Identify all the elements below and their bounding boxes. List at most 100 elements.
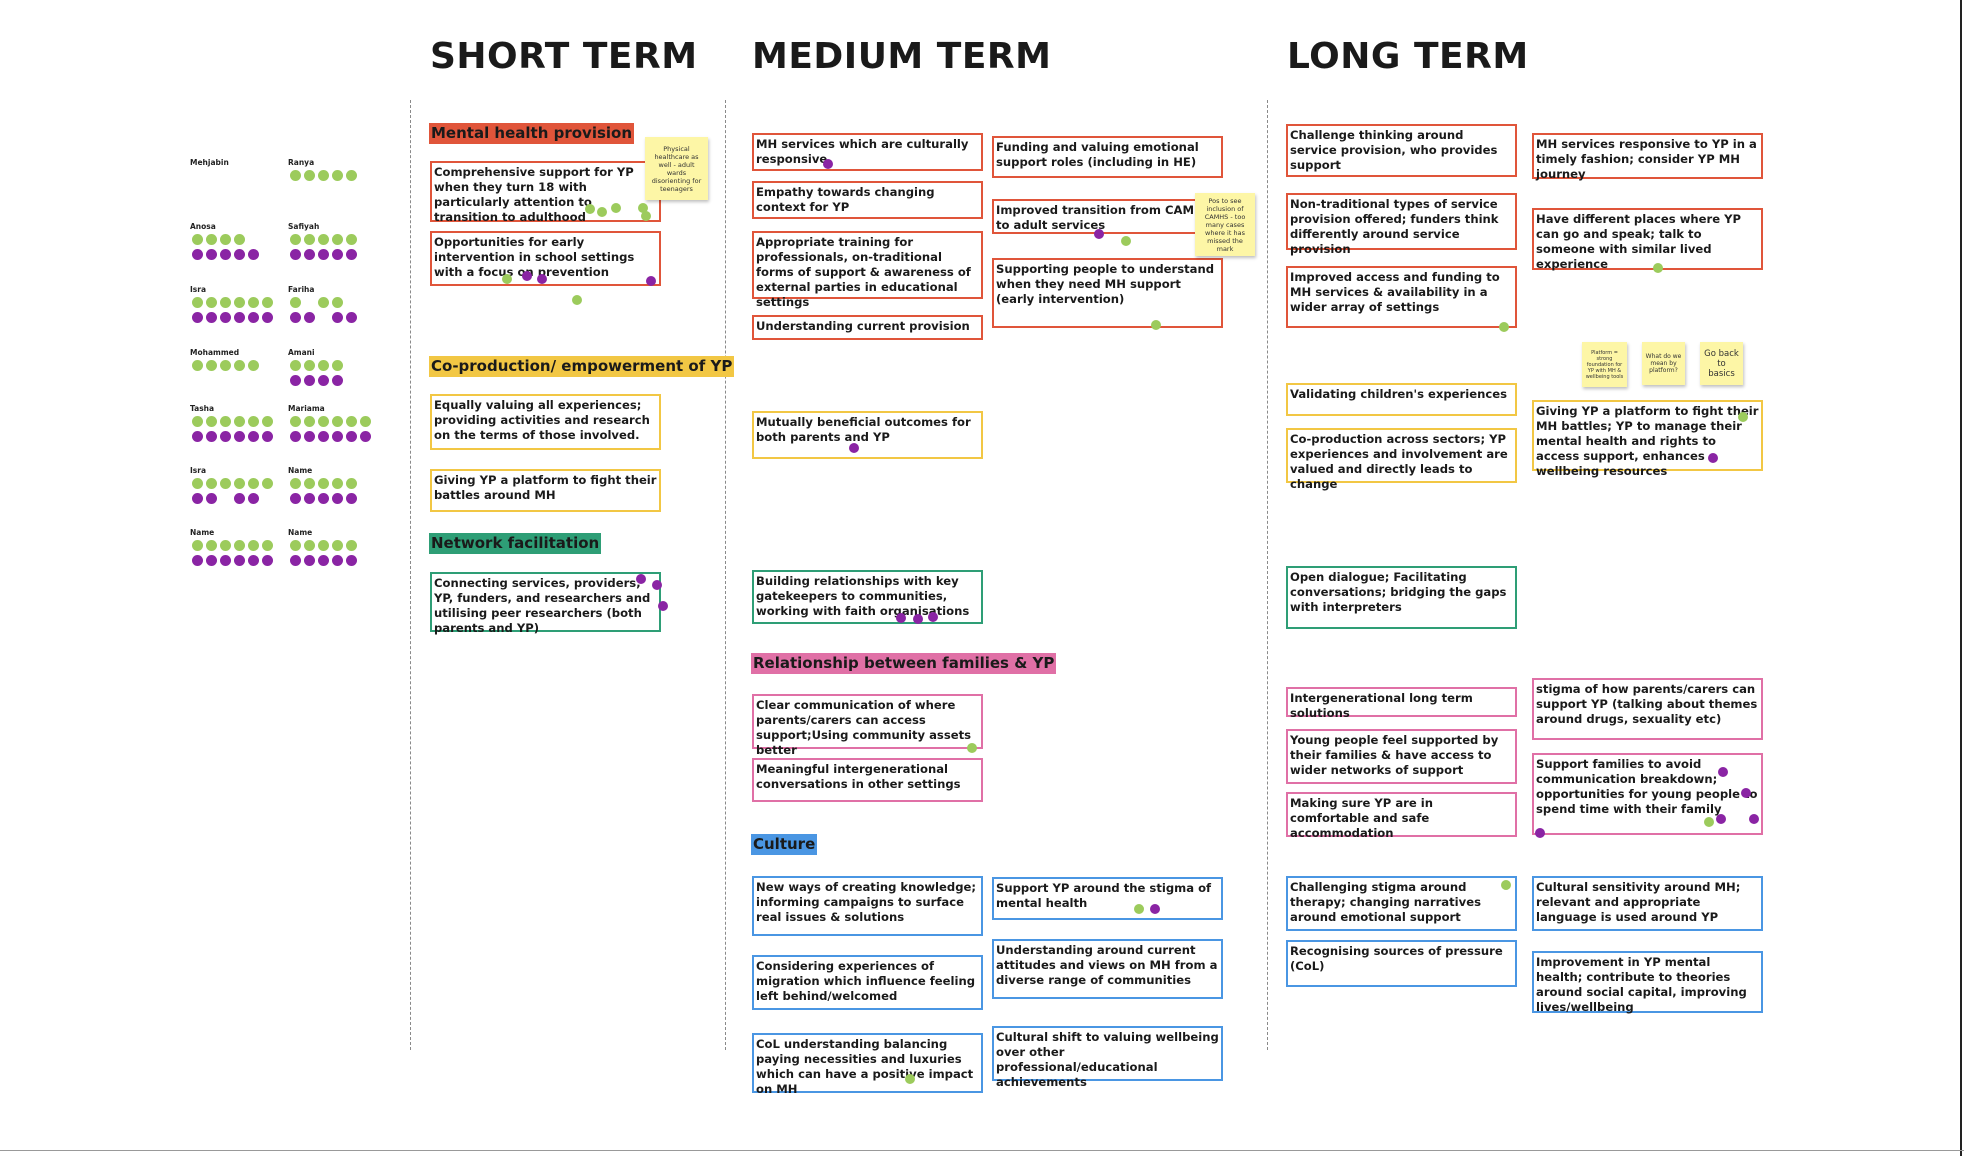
card-parents-stigma[interactable]: stigma of how parents/carers can support… <box>1532 678 1763 740</box>
card-camhs-transition[interactable]: Improved transition from CAMHS to adult … <box>992 199 1223 234</box>
card-challenge-thinking[interactable]: Challenge thinking around service provis… <box>1286 124 1517 177</box>
green-vote-dot[interactable] <box>1653 263 1663 273</box>
green-vote-dot[interactable] <box>1151 320 1161 330</box>
green-vote-dot <box>262 297 273 308</box>
green-vote-dot[interactable] <box>1121 236 1131 246</box>
purple-vote-dot[interactable] <box>636 574 646 584</box>
purple-vote-dot[interactable] <box>823 159 833 169</box>
empty-slot <box>220 493 231 504</box>
card-creating-knowledge[interactable]: New ways of creating knowledge; informin… <box>752 876 983 936</box>
card-supporting-understand[interactable]: Supporting people to understand when the… <box>992 258 1223 328</box>
green-vote-dot <box>206 540 217 551</box>
purple-vote-dot[interactable] <box>646 276 656 286</box>
purple-vote-dot[interactable] <box>1150 904 1160 914</box>
card-timely-services[interactable]: MH services responsive to YP in a timely… <box>1532 133 1763 181</box>
card-funding-emotional-support[interactable]: Funding and valuing emotional support ro… <box>992 136 1223 178</box>
card-improvement-yp-mh[interactable]: Improvement in YP mental health; contrib… <box>1532 951 1763 1014</box>
purple-vote-dot[interactable] <box>1535 828 1545 838</box>
card-non-traditional-provision[interactable]: Non-traditional types of service provisi… <box>1286 193 1517 256</box>
green-vote-dot <box>318 540 329 551</box>
green-vote-dot[interactable] <box>1704 817 1714 827</box>
card-cultural-sensitivity[interactable]: Cultural sensitivity around MH; relevant… <box>1532 876 1763 931</box>
purple-vote-dot[interactable] <box>1094 229 1104 239</box>
card-sources-of-pressure[interactable]: Recognising sources of pressure (CoL) <box>1286 940 1517 987</box>
card-clear-communication[interactable]: Clear communication of where parents/car… <box>752 694 983 757</box>
green-vote-dot[interactable] <box>967 743 977 753</box>
card-comprehensive-support[interactable]: Comprehensive support for YP when they t… <box>430 161 661 224</box>
card-migration-experiences[interactable]: Considering experiences of migration whi… <box>752 955 983 1010</box>
canvas-edge <box>1960 0 1962 1156</box>
voter-name: Fariha <box>288 285 315 294</box>
divider-voters-short <box>410 100 411 1050</box>
card-appropriate-training[interactable]: Appropriate training for professionals, … <box>752 231 983 309</box>
purple-vote-dot <box>206 312 217 323</box>
card-gatekeepers[interactable]: Building relationships with key gatekeep… <box>752 570 983 624</box>
card-connecting-services[interactable]: Connecting services, providers, YP, fund… <box>430 572 661 635</box>
card-challenging-stigma-therapy[interactable]: Challenging stigma around therapy; chang… <box>1286 876 1517 931</box>
card-families-supported[interactable]: Young people feel supported by their fam… <box>1286 729 1517 784</box>
purple-vote-dot[interactable] <box>1749 814 1759 824</box>
card-mutually-beneficial[interactable]: Mutually beneficial outcomes for both pa… <box>752 411 983 459</box>
purple-vote-dot[interactable] <box>522 271 532 281</box>
green-vote-dot[interactable] <box>905 1074 915 1084</box>
green-vote-dot[interactable] <box>641 211 651 221</box>
card-col-understanding[interactable]: CoL understanding balancing paying neces… <box>752 1033 983 1096</box>
card-early-intervention-schools[interactable]: Opportunities for early intervention in … <box>430 231 661 286</box>
green-vote-dot <box>318 360 329 371</box>
voter-name: Tasha <box>190 404 215 413</box>
card-platform-battles[interactable]: Giving YP a platform to fight their batt… <box>430 469 661 512</box>
sticky-note-physical-healthcare[interactable]: Physical healthcare as well - adult ward… <box>645 137 708 200</box>
sticky-note-platform-foundation[interactable]: Platform = strong foundation for YP with… <box>1582 342 1627 387</box>
card-intergenerational-solutions[interactable]: Intergenerational long term solutions <box>1286 687 1517 720</box>
green-vote-dot[interactable] <box>597 207 607 217</box>
card-open-dialogue[interactable]: Open dialogue; Facilitating conversation… <box>1286 566 1517 629</box>
purple-vote-dot <box>192 431 203 442</box>
purple-vote-dot <box>290 555 301 566</box>
card-cultural-shift[interactable]: Cultural shift to valuing wellbeing over… <box>992 1026 1223 1089</box>
purple-vote-dot[interactable] <box>537 274 547 284</box>
voter-name: Anosa <box>190 222 216 231</box>
sticky-note-camhs[interactable]: Pos to see inclusion of CAMHS - too many… <box>1195 193 1255 256</box>
purple-vote-dot[interactable] <box>1718 767 1728 777</box>
card-safe-accommodation[interactable]: Making sure YP are in comfortable and sa… <box>1286 792 1517 840</box>
card-current-attitudes[interactable]: Understanding around current attitudes a… <box>992 939 1223 999</box>
purple-vote-dot[interactable] <box>1708 453 1718 463</box>
card-culturally-responsive[interactable]: MH services which are culturally respons… <box>752 133 983 171</box>
card-empathy-context[interactable]: Empathy towards changing context for YP <box>752 181 983 219</box>
green-vote-dot <box>332 416 343 427</box>
green-vote-dot[interactable] <box>1134 904 1144 914</box>
green-vote-dot[interactable] <box>1499 322 1509 332</box>
card-validating-experiences[interactable]: Validating children's experiences <box>1286 383 1517 416</box>
green-vote-dot[interactable] <box>502 274 512 284</box>
card-stigma-mental-health[interactable]: Support YP around the stigma of mental h… <box>992 877 1223 920</box>
purple-vote-dot <box>248 431 259 442</box>
purple-vote-dot[interactable] <box>896 613 906 623</box>
purple-vote-dot[interactable] <box>1716 814 1726 824</box>
card-platform-mh-battles[interactable]: Giving YP a platform to fight their MH b… <box>1532 400 1763 478</box>
card-equally-valuing-experiences[interactable]: Equally valuing all experiences; providi… <box>430 394 661 450</box>
sticky-note-what-platform[interactable]: What do we mean by platform? <box>1642 342 1685 385</box>
purple-vote-dot[interactable] <box>652 580 662 590</box>
purple-vote-dot[interactable] <box>913 614 923 624</box>
green-vote-dot[interactable] <box>638 203 648 213</box>
purple-vote-dot[interactable] <box>849 443 859 453</box>
green-vote-dot[interactable] <box>611 203 621 213</box>
purple-vote-dot <box>304 493 315 504</box>
green-vote-dot[interactable] <box>585 204 595 214</box>
purple-vote-dot[interactable] <box>928 612 938 622</box>
card-intergenerational-conversations[interactable]: Meaningful intergenerational conversatio… <box>752 758 983 802</box>
purple-vote-dot[interactable] <box>1741 788 1751 798</box>
sticky-note-back-to-basics[interactable]: Go back to basics <box>1700 342 1743 385</box>
card-communication-breakdown[interactable]: Support families to avoid communication … <box>1532 753 1763 835</box>
purple-vote-dot <box>304 375 315 386</box>
card-understanding-provision[interactable]: Understanding current provision <box>752 315 983 340</box>
purple-vote-dot[interactable] <box>658 601 668 611</box>
green-vote-dot[interactable] <box>1738 412 1748 422</box>
card-different-places[interactable]: Have different places where YP can go an… <box>1532 208 1763 271</box>
green-vote-dot[interactable] <box>1501 880 1511 890</box>
card-co-production-sectors[interactable]: Co-production across sectors; YP experie… <box>1286 428 1517 491</box>
green-vote-dot[interactable] <box>572 295 582 305</box>
voter-dot-row <box>290 234 357 245</box>
card-improved-access[interactable]: Improved access and funding to MH servic… <box>1286 266 1517 328</box>
green-vote-dot <box>220 234 231 245</box>
